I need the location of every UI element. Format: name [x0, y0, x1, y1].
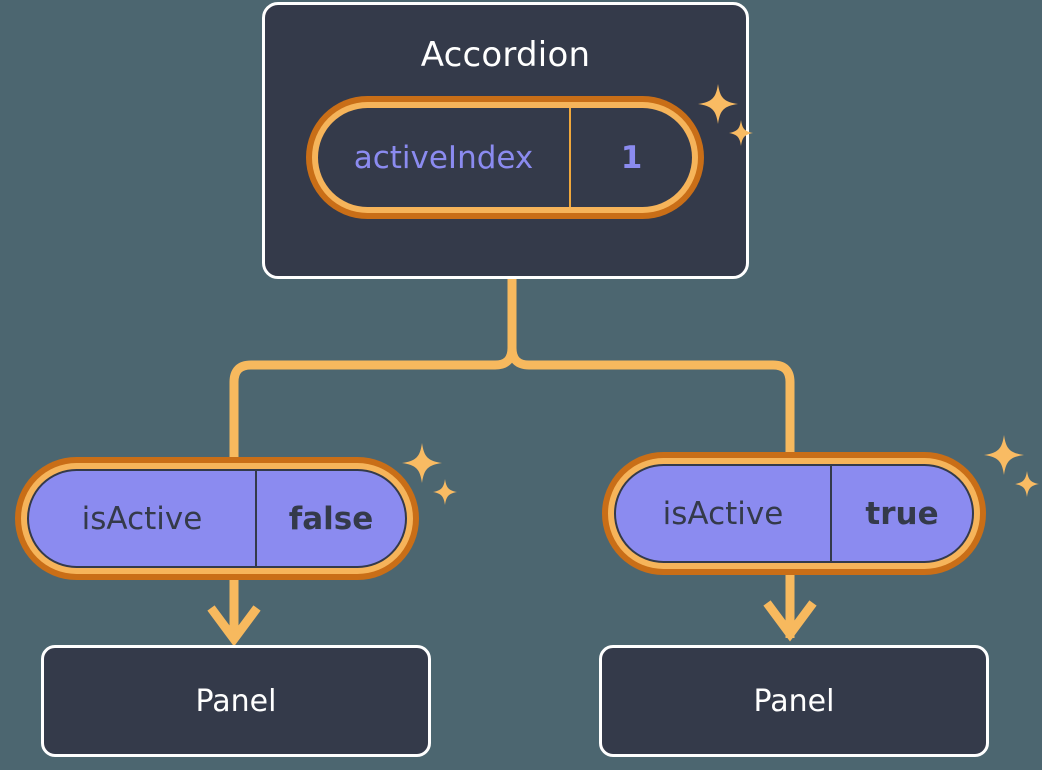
sparkle-icon	[402, 443, 442, 483]
prop-name: isActive	[29, 471, 257, 566]
prop-value: false	[288, 500, 374, 537]
prop-name: isActive	[616, 466, 832, 561]
arrow-down-right-head	[763, 600, 817, 642]
prop-value: true	[865, 495, 939, 532]
arrow-down-left-head	[207, 605, 261, 647]
sparkle-small-icon	[433, 479, 457, 505]
component-title: Panel	[753, 683, 835, 719]
component-card-panel-left[interactable]: Panel	[41, 645, 431, 757]
sparkle-small-icon	[1015, 471, 1039, 497]
component-title: Panel	[195, 683, 277, 719]
sparkle-group-right	[980, 435, 1042, 511]
prop-pill-isactive-false[interactable]: isActive false	[15, 457, 419, 580]
pill-inner-ring: isActive false	[21, 463, 413, 574]
prop-value: 1	[620, 139, 643, 176]
component-title: Accordion	[420, 35, 591, 75]
prop-pill-isactive-true[interactable]: isActive true	[602, 452, 986, 575]
connector-branch-left	[229, 343, 517, 467]
prop-name: activeIndex	[318, 108, 571, 207]
pill-body: isActive true	[614, 464, 974, 563]
sparkle-icon	[984, 435, 1024, 475]
pill-inner-ring: activeIndex 1	[312, 102, 698, 213]
pill-body: activeIndex 1	[318, 108, 692, 207]
pill-inner-ring: isActive true	[608, 458, 980, 569]
component-card-panel-right[interactable]: Panel	[599, 645, 989, 757]
prop-pill-activeindex[interactable]: activeIndex 1	[306, 96, 704, 219]
connector-branch-right	[507, 343, 795, 463]
pill-body: isActive false	[27, 469, 407, 568]
